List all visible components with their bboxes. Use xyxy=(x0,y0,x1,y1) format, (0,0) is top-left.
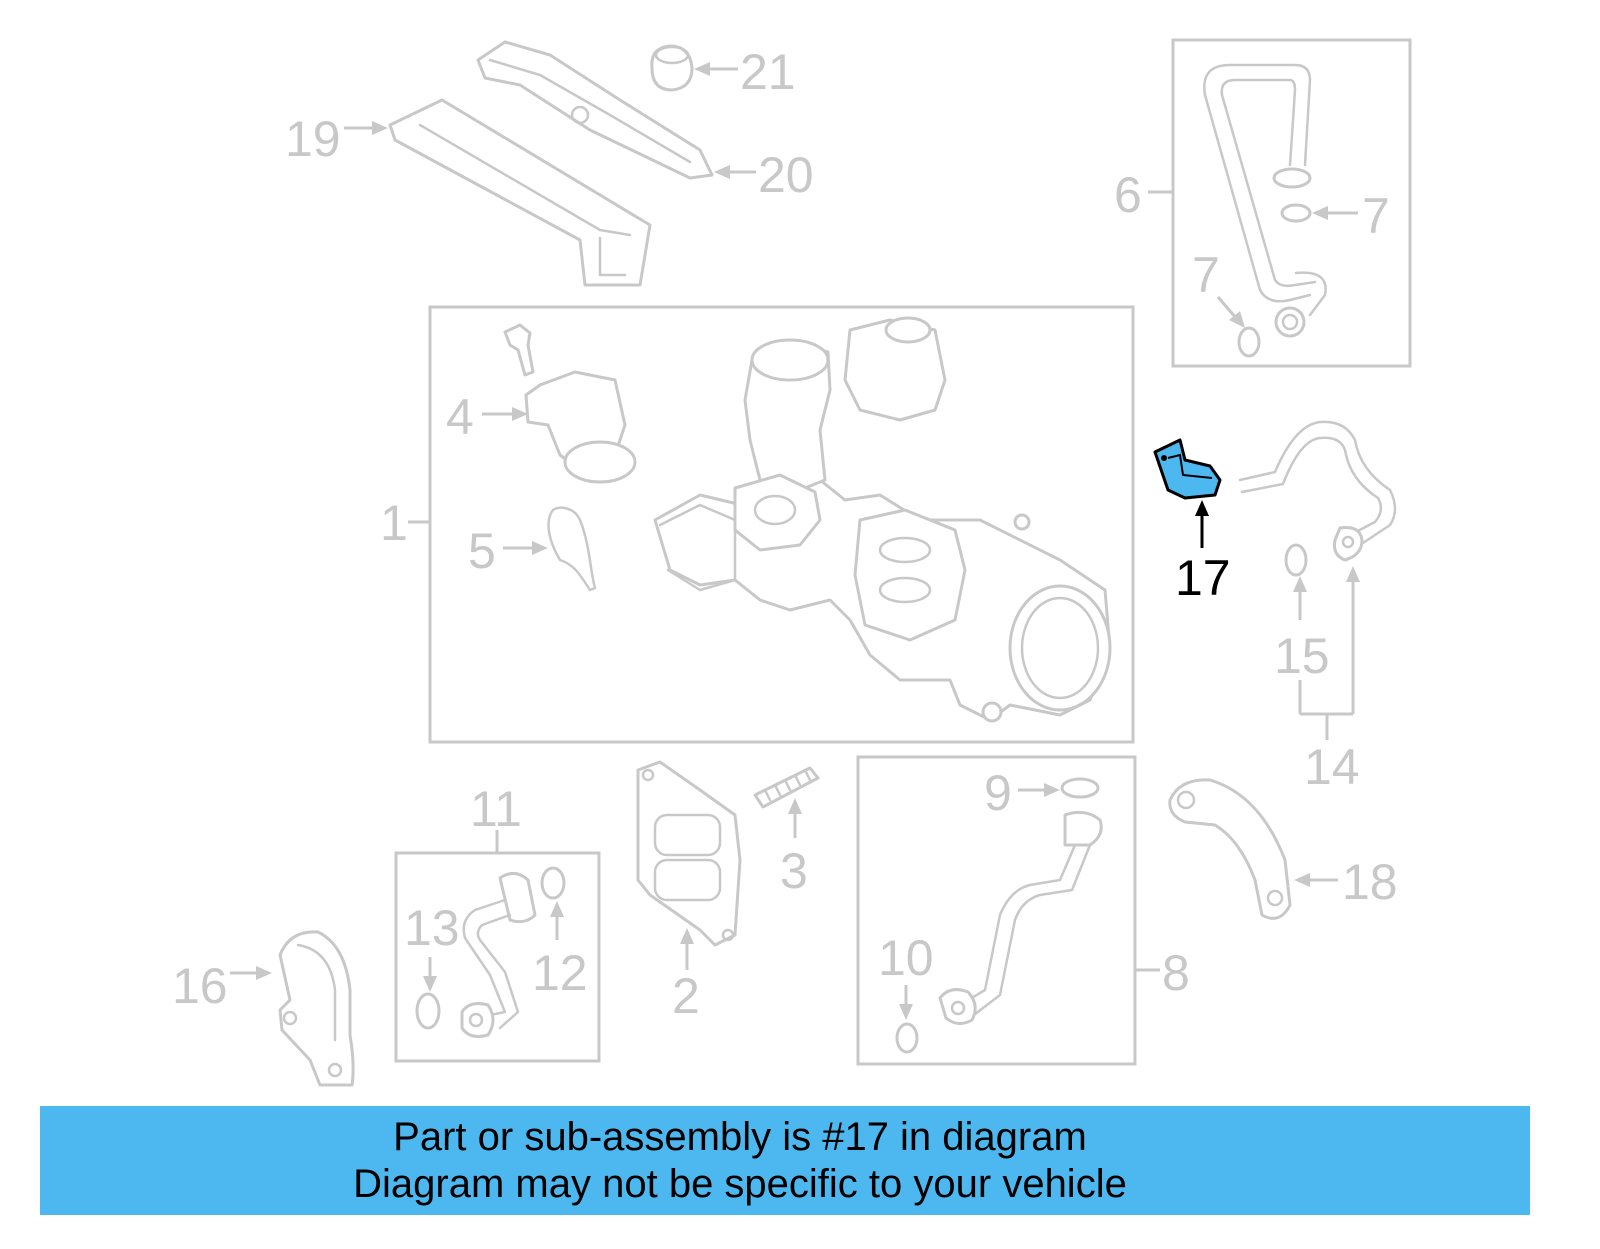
callout-20: 20 xyxy=(758,147,814,203)
callout-9: 9 xyxy=(984,765,1012,821)
turbocharger[interactable] xyxy=(653,316,1112,723)
part-8-coolant-line[interactable] xyxy=(938,810,1103,1025)
arrowhead-7-left xyxy=(1229,311,1245,328)
part-5-clip[interactable] xyxy=(547,506,597,592)
part-9-seal[interactable] xyxy=(1060,777,1100,799)
part-20-heat-shield[interactable] xyxy=(476,40,714,180)
part-17-bracket[interactable] xyxy=(1153,438,1222,500)
callout-5: 5 xyxy=(468,523,496,579)
callout-12: 12 xyxy=(532,945,588,1001)
arrowhead-7-right xyxy=(1312,206,1328,220)
banner-line-2: Diagram may not be specific to your vehi… xyxy=(353,1162,1127,1206)
arrowhead-12 xyxy=(550,901,564,917)
arrowhead-18 xyxy=(1294,873,1310,887)
arrowhead-13 xyxy=(423,976,437,992)
arrowhead-2 xyxy=(680,928,694,944)
callout-2: 2 xyxy=(672,968,700,1024)
assembly-box-6 xyxy=(1171,38,1412,368)
callout-7-right: 7 xyxy=(1362,188,1390,244)
callout-21: 21 xyxy=(740,44,796,100)
arrowhead-9 xyxy=(1044,783,1060,797)
callout-8: 8 xyxy=(1162,945,1190,1001)
callout-14: 14 xyxy=(1304,739,1360,795)
callout-17: 17 xyxy=(1175,550,1231,606)
callout-19: 19 xyxy=(285,111,341,167)
part-13-seal[interactable] xyxy=(415,992,441,1030)
arrowhead-19 xyxy=(372,121,388,135)
arrowhead-3 xyxy=(788,798,802,814)
arrowhead-14 xyxy=(1346,566,1360,582)
part-16-heat-shield[interactable] xyxy=(278,930,355,1087)
info-banner: Part or sub-assembly is #17 in diagram D… xyxy=(40,1106,1530,1215)
callout-11: 11 xyxy=(470,781,522,837)
callout-18: 18 xyxy=(1342,854,1398,910)
part-18-bracket[interactable] xyxy=(1168,778,1292,920)
part-15-seal[interactable] xyxy=(1284,543,1308,577)
callout-13: 13 xyxy=(404,900,460,956)
part-21-cap[interactable] xyxy=(650,44,694,92)
part-12-seal[interactable] xyxy=(540,866,566,900)
leader-7-left xyxy=(1216,296,1238,319)
part-19-heat-shield[interactable] xyxy=(388,98,652,287)
part-14-oil-return[interactable] xyxy=(1238,420,1397,562)
assembly-box-1 xyxy=(428,305,1135,744)
callout-1: 1 xyxy=(380,495,408,551)
arrowhead-15 xyxy=(1293,576,1307,592)
arrowhead-20 xyxy=(714,165,730,179)
callout-16: 16 xyxy=(172,958,228,1014)
part-7-seal-lower[interactable] xyxy=(1237,326,1261,358)
part-11-oil-line[interactable] xyxy=(460,872,537,1038)
arrowhead-17 xyxy=(1195,500,1209,516)
callout-4: 4 xyxy=(446,389,474,445)
arrowhead-16 xyxy=(256,966,272,980)
arrowhead-4 xyxy=(512,407,528,421)
part-2-gasket[interactable] xyxy=(636,760,742,947)
callout-3: 3 xyxy=(780,843,808,899)
part-7-seal-upper[interactable] xyxy=(1280,203,1312,223)
callout-6: 6 xyxy=(1114,167,1142,223)
callout-7-left: 7 xyxy=(1192,247,1220,303)
arrowhead-10 xyxy=(899,1004,913,1020)
banner-line-1: Part or sub-assembly is #17 in diagram xyxy=(393,1115,1087,1159)
callout-15: 15 xyxy=(1274,628,1330,684)
part-6-oil-line[interactable] xyxy=(1203,63,1327,338)
part-4-actuator[interactable] xyxy=(503,323,637,484)
part-3-stud[interactable] xyxy=(753,766,820,809)
assembly-box-8 xyxy=(856,755,1137,1066)
callout-10: 10 xyxy=(878,930,934,986)
part-10-seal[interactable] xyxy=(895,1022,919,1054)
arrowhead-21 xyxy=(694,62,710,76)
arrowhead-5 xyxy=(532,541,548,555)
